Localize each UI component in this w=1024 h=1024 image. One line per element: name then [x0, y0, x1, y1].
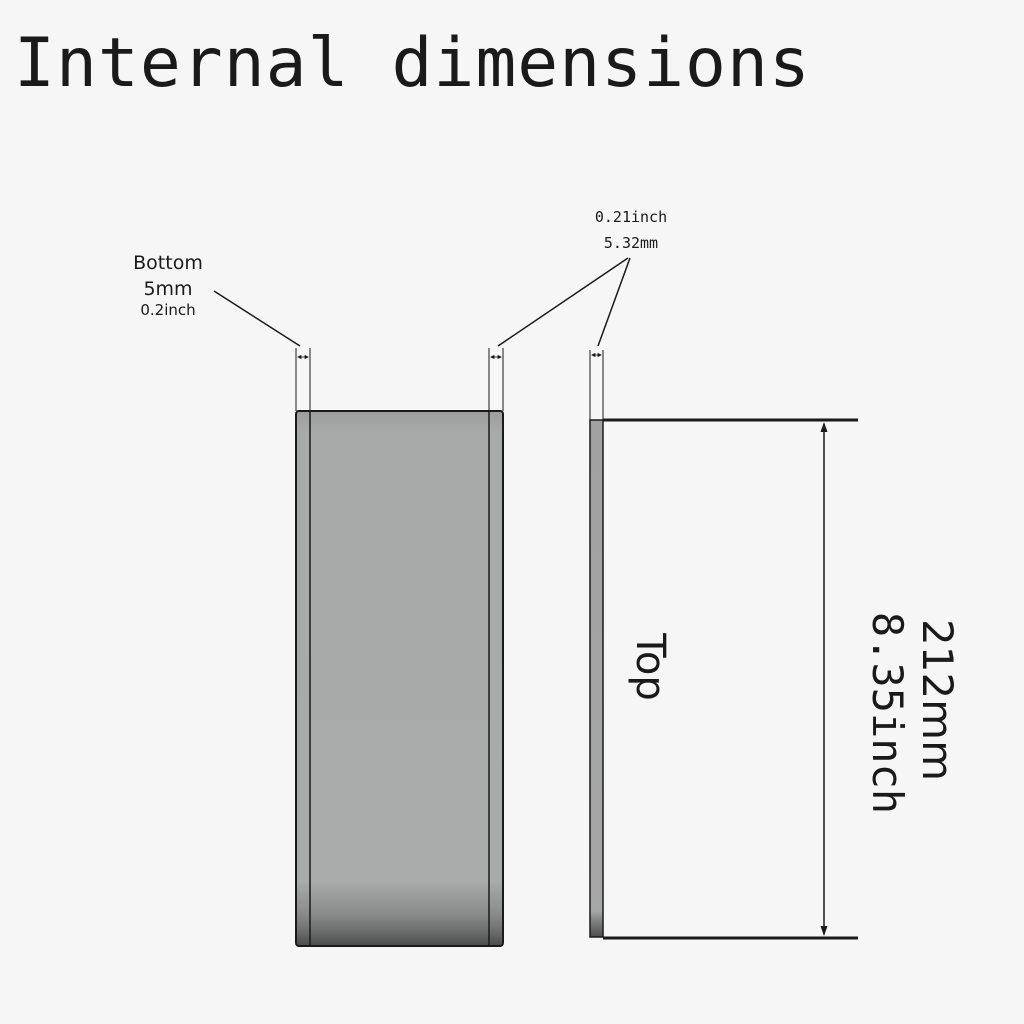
- bottom-label: Bottom: [133, 252, 203, 274]
- arrow-icon: [297, 354, 309, 360]
- height-dimension-arrow-icon: [820, 422, 828, 936]
- page-title: Internal dimensions: [14, 24, 811, 103]
- side-leader-line-1: [497, 257, 629, 347]
- side-label-top: Top: [627, 632, 673, 701]
- side-panel: [589, 419, 604, 938]
- side-imperial: 0.21inch: [595, 208, 667, 226]
- side-leader-line-2: [597, 257, 631, 347]
- front-panel: [295, 410, 504, 947]
- side-metric: 5.32mm: [604, 234, 658, 252]
- bottom-metric: 5mm: [143, 278, 192, 300]
- bottom-imperial: 0.2inch: [140, 301, 195, 319]
- arrow-icon: [591, 352, 602, 358]
- height-imperial: 8.35inch: [863, 612, 912, 814]
- arrow-icon: [490, 354, 502, 360]
- side-view: [589, 350, 858, 940]
- height-metric: 212mm: [913, 619, 962, 781]
- bottom-leader-line: [213, 290, 301, 347]
- front-view: [295, 348, 504, 947]
